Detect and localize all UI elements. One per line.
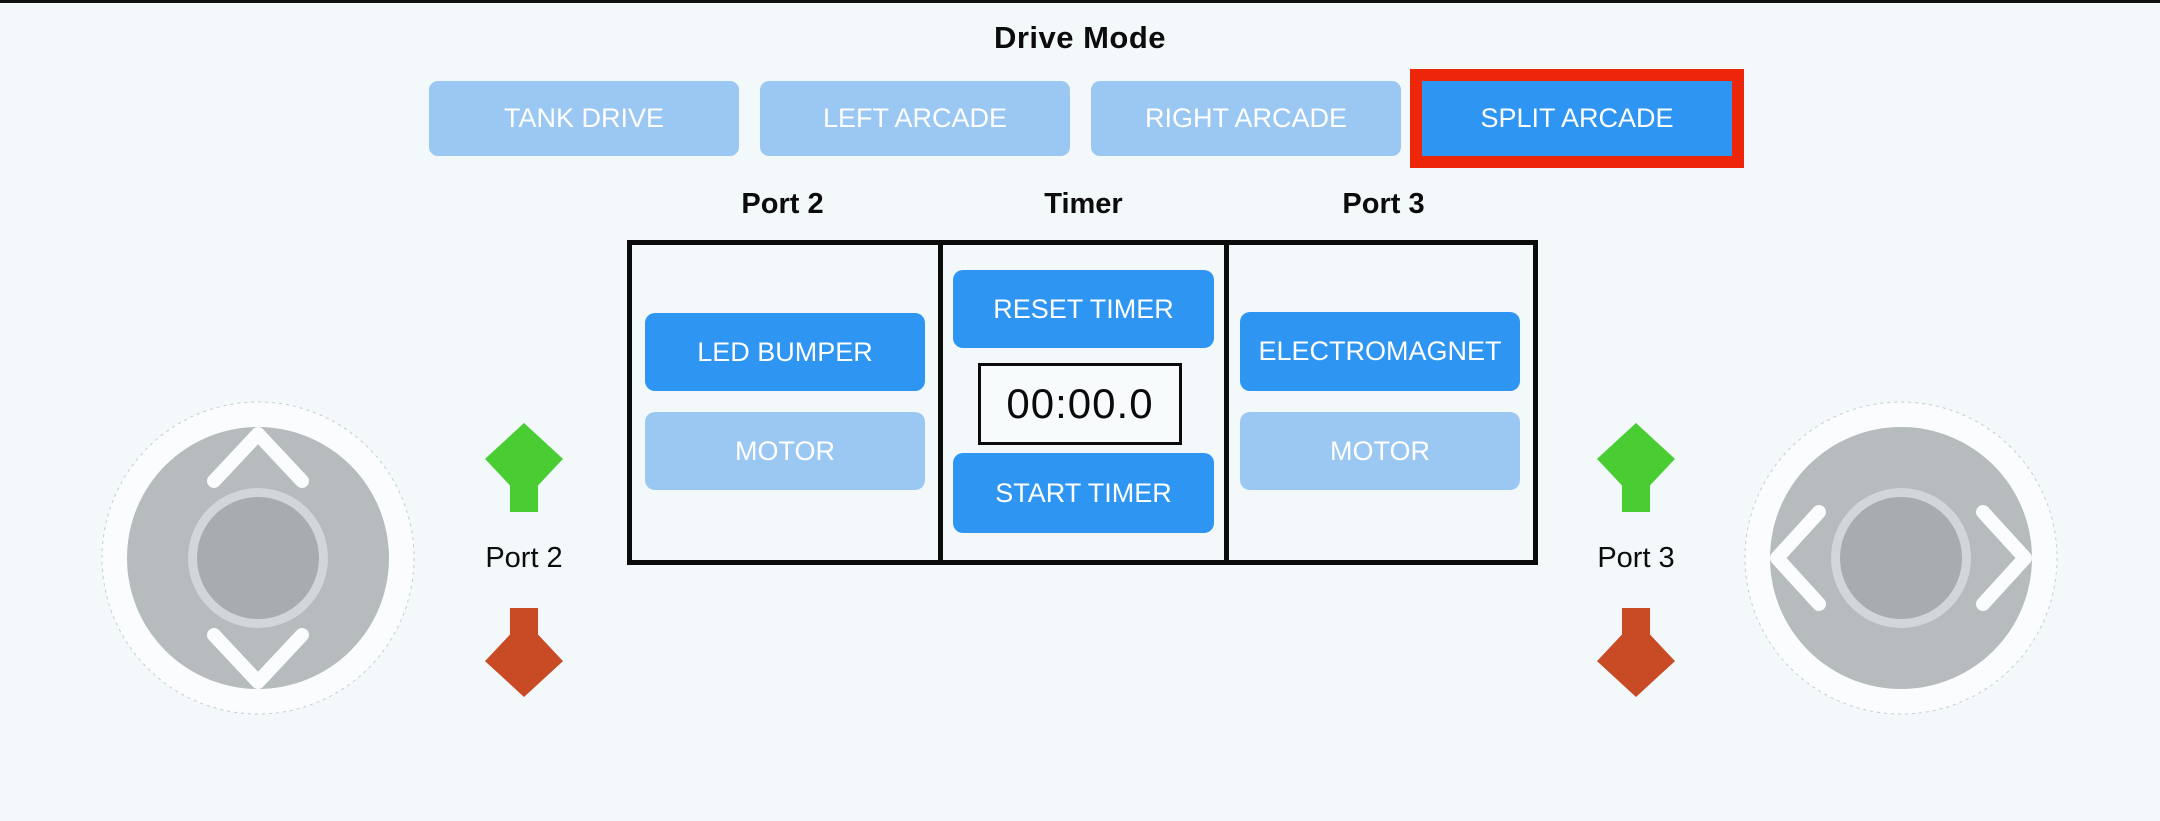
port2-motor-button[interactable]: MOTOR	[645, 412, 925, 490]
right-arcade-button[interactable]: RIGHT ARCADE	[1091, 81, 1401, 156]
chevron-right-icon	[1976, 505, 2032, 611]
left-arcade-button[interactable]: LEFT ARCADE	[760, 81, 1070, 156]
electromagnet-button[interactable]: ELECTROMAGNET	[1240, 312, 1520, 391]
timer-column-header: Timer	[1044, 188, 1123, 220]
reset-timer-button[interactable]: RESET TIMER	[953, 270, 1214, 348]
window-top-edge	[0, 0, 2160, 3]
start-timer-button[interactable]: START TIMER	[953, 453, 1214, 533]
tank-drive-button[interactable]: TANK DRIVE	[429, 81, 739, 156]
device-control-panel: LED BUMPER MOTOR RESET TIMER 00:00.0 STA…	[627, 240, 1538, 565]
joystick-knob[interactable]	[197, 497, 319, 619]
up-arrow-icon	[1597, 423, 1675, 512]
port2-column: LED BUMPER MOTOR	[632, 245, 938, 560]
split-arcade-button-selected[interactable]: SPLIT ARCADE	[1410, 69, 1744, 168]
left-joystick[interactable]	[98, 398, 418, 718]
page-title: Drive Mode	[993, 20, 1167, 55]
right-port-label: Port 3	[1597, 542, 1675, 574]
joystick-knob[interactable]	[1840, 497, 1962, 619]
port2-column-header: Port 2	[741, 188, 824, 220]
chevron-up-icon	[207, 427, 309, 488]
port3-column: ELECTROMAGNET MOTOR	[1229, 245, 1533, 560]
port3-motor-button[interactable]: MOTOR	[1240, 412, 1520, 490]
drive-mode-button-row: TANK DRIVE LEFT ARCADE RIGHT ARCADE SPLI…	[429, 69, 1744, 168]
down-arrow-icon	[485, 608, 563, 697]
timer-display: 00:00.0	[978, 363, 1182, 445]
right-joystick[interactable]	[1741, 398, 2061, 718]
left-port-label: Port 2	[485, 542, 563, 574]
up-arrow-icon	[485, 423, 563, 512]
port3-column-header: Port 3	[1342, 188, 1425, 220]
timer-column: RESET TIMER 00:00.0 START TIMER	[938, 245, 1229, 560]
led-bumper-button[interactable]: LED BUMPER	[645, 313, 925, 391]
chevron-left-icon	[1770, 505, 1826, 611]
down-arrow-icon	[1597, 608, 1675, 697]
chevron-down-icon	[207, 628, 309, 689]
